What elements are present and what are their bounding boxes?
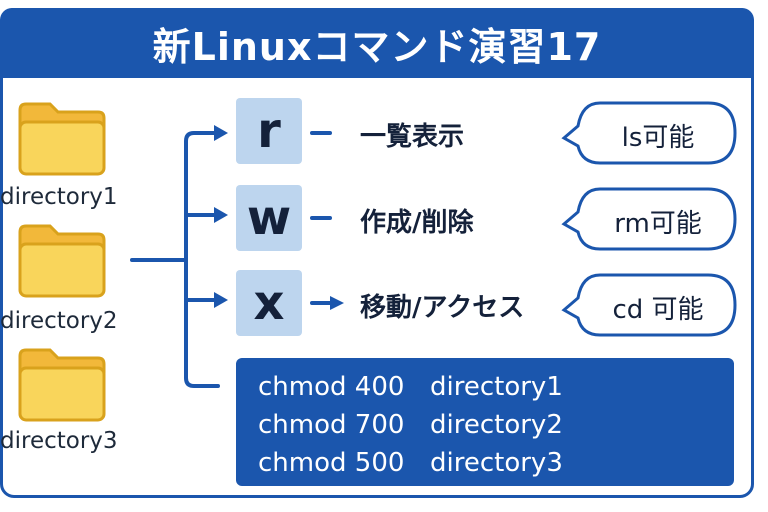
- permission-description: 作成/削除: [360, 208, 474, 238]
- permission-letter-execute: x: [236, 270, 302, 336]
- chmod-command: chmod 400: [258, 372, 405, 402]
- command-line: chmod 500 directory3: [258, 444, 734, 482]
- folder-icon: [18, 224, 106, 298]
- bubble-text: rm可能: [614, 209, 702, 239]
- folder-icon: [18, 102, 106, 176]
- directory-label: directory3: [0, 428, 118, 454]
- command-line: chmod 700 directory2: [258, 406, 734, 444]
- folder-icon: [18, 348, 106, 422]
- permission-letter-write: w: [236, 185, 302, 251]
- speech-bubble: [561, 187, 737, 251]
- permission-description: 移動/アクセス: [360, 293, 525, 323]
- command-panel: chmod 400 directory1 chmod 700 directory…: [236, 358, 734, 486]
- speech-bubble: [561, 273, 737, 337]
- page-title: 新Linuxコマンド演習17: [0, 8, 754, 78]
- permission-letter-read: r: [236, 98, 302, 164]
- chmod-command: chmod 500: [258, 448, 405, 478]
- command-target: directory2: [430, 410, 563, 440]
- command-target: directory3: [430, 448, 563, 478]
- directory-label: directory2: [0, 308, 118, 334]
- permission-description: 一覧表示: [360, 122, 465, 152]
- command-line: chmod 400 directory1: [258, 368, 734, 406]
- bubble-text: cd 可能: [612, 295, 704, 325]
- chmod-command: chmod 700: [258, 410, 405, 440]
- bubble-text: ls可能: [621, 123, 695, 153]
- directory-label: directory1: [0, 184, 118, 210]
- speech-bubble: [561, 101, 737, 165]
- command-target: directory1: [430, 372, 563, 402]
